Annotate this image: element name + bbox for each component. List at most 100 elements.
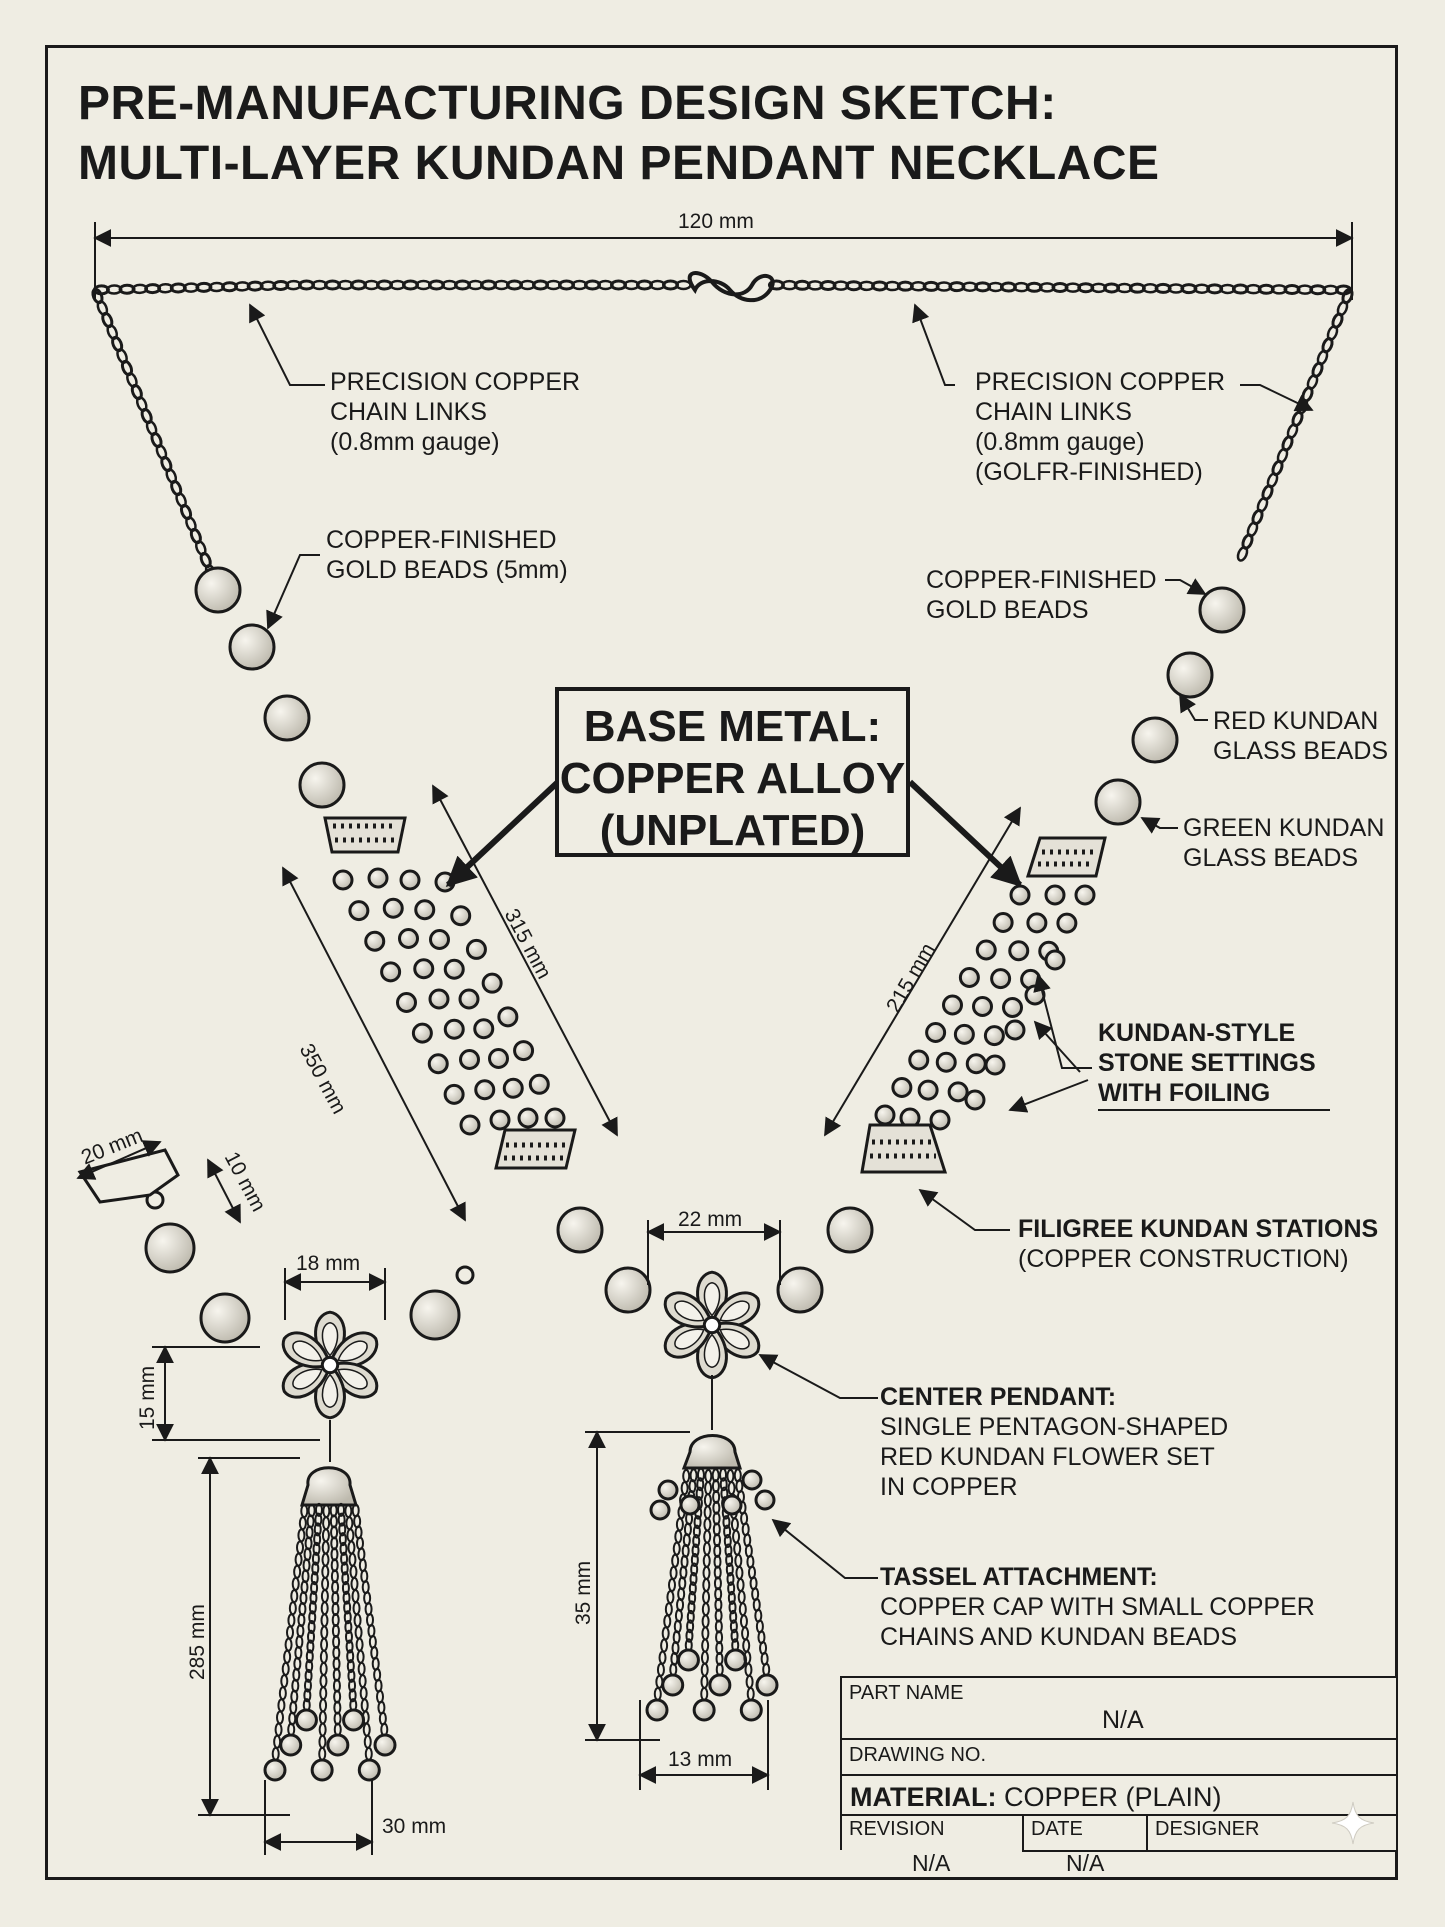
- strand-bead: [367, 867, 389, 889]
- tb-revision-value: [840, 1850, 1024, 1852]
- page-title: PRE-MANUFACTURING DESIGN SKETCH: MULTI-L…: [78, 74, 1160, 194]
- gold-bead: [298, 761, 346, 809]
- strand-bead: [443, 1018, 465, 1040]
- strand-bead: [411, 1022, 433, 1044]
- strand-bead: [396, 992, 417, 1013]
- strand-bead: [380, 961, 402, 983]
- strand-bead: [413, 958, 435, 980]
- dim-center-tassel-width: 13 mm: [668, 1748, 733, 1771]
- strand-bead: [364, 930, 386, 952]
- strand-bead: [513, 1040, 535, 1062]
- strand-bead: [965, 1053, 987, 1075]
- detail-bead: [199, 1292, 251, 1344]
- strand-bead: [1009, 884, 1031, 906]
- strand-bead: [908, 1049, 930, 1071]
- gold-bead: [776, 1266, 824, 1314]
- dim-detail-flower-height: 15 mm: [136, 1365, 159, 1430]
- filigree-station-left-top: [323, 816, 407, 854]
- gold-bead: [263, 694, 311, 742]
- chain-right-side: [1236, 287, 1354, 562]
- strand-bead: [458, 988, 480, 1010]
- strand-bead: [382, 897, 404, 919]
- strand-bead: [1044, 884, 1066, 906]
- strand-bead: [443, 958, 465, 980]
- strand-bead: [891, 1077, 913, 1098]
- gold-bead: [1094, 778, 1142, 826]
- strand-bead: [929, 1109, 951, 1131]
- strand-bead: [443, 1083, 465, 1105]
- title-block: PART NAME N/A DRAWING NO. MATERIAL: COPP…: [840, 1676, 1398, 1852]
- chain-links: [91, 279, 1354, 593]
- strand-bead: [925, 1022, 947, 1043]
- strand-bead: [953, 1023, 975, 1045]
- tb-part-name: PART NAME N/A: [840, 1676, 1398, 1740]
- strand-bead: [332, 869, 354, 891]
- sparkle-icon: [1331, 1801, 1375, 1845]
- strand-bead: [972, 996, 993, 1017]
- strand-bead: [450, 905, 472, 927]
- strand-bead: [459, 1114, 481, 1136]
- gold-bead: [556, 1206, 604, 1254]
- strand-bead: [1074, 884, 1096, 906]
- strand-bead: [481, 972, 503, 994]
- chain-top-left: [92, 279, 692, 296]
- strand-bead: [528, 1073, 550, 1095]
- strand-bead: [398, 928, 419, 949]
- dim-detail-flower-width: 18 mm: [296, 1252, 361, 1275]
- gold-bead: [1198, 586, 1246, 634]
- gold-bead: [194, 566, 242, 614]
- s-clasp: [687, 271, 775, 303]
- tb-revision-val: N/A: [912, 1850, 951, 1876]
- dim-center-tassel-height: 35 mm: [572, 1560, 595, 1625]
- strand-bead: [502, 1077, 524, 1099]
- strand-bead: [1026, 912, 1048, 934]
- title-line-1: PRE-MANUFACTURING DESIGN SKETCH:: [78, 77, 1057, 130]
- detail-bead: [409, 1289, 461, 1341]
- strand-bead: [489, 1109, 511, 1131]
- strand-bead: [517, 1107, 539, 1129]
- strand-bead: [1056, 912, 1078, 934]
- gold-bead: [1131, 716, 1179, 764]
- tb-date-val: N/A: [1066, 1850, 1105, 1876]
- strand-bead: [1044, 949, 1066, 971]
- filigree-station-left-bottom: [494, 1128, 577, 1170]
- tb-revision: REVISION: [840, 1814, 1024, 1852]
- strand-bead: [935, 1051, 957, 1073]
- strand-bead: [459, 1049, 480, 1070]
- drawing-frame: [45, 45, 1398, 1880]
- dim-top-width: 120 mm: [678, 210, 754, 233]
- tb-drawing-no: DRAWING NO.: [840, 1738, 1398, 1776]
- strand-bead: [429, 929, 450, 950]
- callout-filigree: FILIGREE KUNDAN STATIONS (COPPER CONSTRU…: [1018, 1215, 1379, 1273]
- gold-bead: [1166, 651, 1214, 699]
- strand-bead: [917, 1079, 939, 1101]
- strand-bead: [1002, 997, 1023, 1018]
- callout-chain-right: PRECISION COPPER CHAIN LINKS (0.8mm gaug…: [975, 368, 1226, 486]
- strand-bead: [983, 1025, 1005, 1047]
- strand-bead: [544, 1107, 566, 1129]
- strand-bead: [473, 1018, 495, 1040]
- tb-material: MATERIAL: COPPER (PLAIN): [840, 1774, 1398, 1816]
- strand-bead: [474, 1079, 496, 1101]
- callout-green-kundan: GREEN KUNDAN GLASS BEADS: [1183, 814, 1385, 872]
- callout-beads-left: COPPER-FINISHED GOLD BEADS (5mm): [326, 526, 568, 584]
- filigree-station-right-bottom: [860, 1123, 948, 1174]
- strand-bead: [1004, 1019, 1026, 1041]
- dim-center-flower: 22 mm: [678, 1208, 743, 1231]
- base-metal-arrow-left: [445, 779, 561, 888]
- strand-bead: [488, 1048, 509, 1069]
- strand-bead: [1008, 940, 1030, 962]
- center-tassel: [645, 1375, 779, 1722]
- strand-bead: [990, 968, 1012, 990]
- callout-center-pendant: CENTER PENDANT: SINGLE PENTAGON-SHAPED R…: [880, 1383, 1229, 1501]
- strand-bead: [497, 1006, 519, 1028]
- base-metal-box: BASE METAL: COPPER ALLOY (UNPLATED): [555, 687, 910, 857]
- strand-bead: [992, 912, 1014, 933]
- dimension-lines: [76, 222, 1354, 1855]
- detail-bead: [144, 1222, 196, 1274]
- strand-bead: [984, 1054, 1006, 1076]
- strand-bead: [399, 869, 421, 891]
- gold-bead: [604, 1266, 652, 1314]
- detail-pendant-flower: [281, 1310, 379, 1420]
